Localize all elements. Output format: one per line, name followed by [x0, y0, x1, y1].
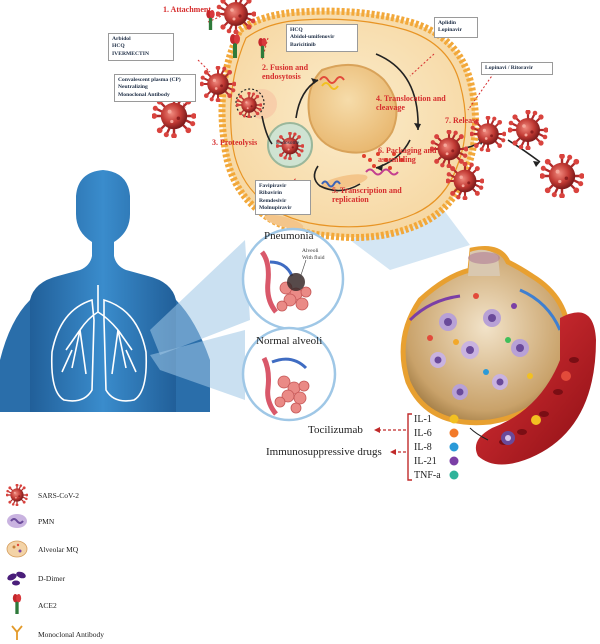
drug-lopinavir-ritonavir: Lopinavi / Ritoravir: [485, 65, 534, 71]
step-transcription: 5. Transcription and replication: [332, 186, 402, 205]
virus-near-membrane: [200, 66, 236, 102]
zoom-beam-upper: [150, 240, 250, 355]
drugs-attachment-box: Arbidol HCQ IVERMECTIN: [108, 33, 174, 61]
zoom-beam-cell: [350, 205, 470, 270]
legend-macrophage-icon: [6, 540, 28, 558]
viral-rna: [319, 76, 399, 188]
drugs-replication-box: Favipiravir Ribavirin Remdesivir Molnupi…: [255, 180, 311, 216]
legend-label-d-dimer: D-Dimer: [38, 574, 66, 583]
pneumonia-label: Pneumonia: [264, 230, 314, 242]
drug-ribavirin: Ribavirin: [259, 190, 283, 197]
drug-abidol-umifenovir: Abidol-umifenovir: [290, 34, 335, 41]
normal-alveoli: [261, 356, 310, 416]
vessel-cells: [501, 371, 571, 445]
step-packaging: 6. Packaging and assembling: [378, 146, 437, 165]
drugs-convalescent-box: Convalescent plasma (CP) Neutralizing Mo…: [114, 74, 196, 102]
cytokine-il21: IL-21: [414, 456, 437, 467]
alveolar-cells: [427, 293, 533, 400]
drugs-translocation-box: Aplidin Lopinavir: [434, 17, 478, 38]
step-proteolysis: 3. Proteolysis: [212, 138, 258, 147]
legend-antibody-icon: [11, 625, 23, 640]
cytokine-icons: [449, 414, 459, 480]
pneumonia-alveoli: [259, 250, 312, 314]
normal-alveoli-label: Normal alveoli: [256, 335, 323, 347]
legend-pmn-icon: [7, 514, 27, 528]
drug-molnupiravir: Molnupiravir: [259, 204, 292, 211]
drug-favipiravir: Favipiravir: [259, 183, 287, 189]
drug-hcq: HCQ: [112, 43, 125, 50]
virus-fusing: [236, 92, 262, 118]
legend-virus-icon: [6, 484, 28, 506]
legend-d-dimer-icon: [7, 571, 26, 586]
legend-ace2-icon: [12, 594, 22, 614]
legend-label-alveolar-mq: Alveolar MQ: [38, 545, 79, 554]
cytokine-bracket: [407, 413, 412, 481]
drug-neutralizing: Neutralizing: [118, 84, 148, 91]
step-translocation: 4. Translocation and cleavage: [376, 94, 446, 113]
drugs-fusion-box: HCQ Abidol-umifenovir Baricitinib: [286, 24, 358, 52]
cytokine-il8: IL-8: [414, 442, 432, 453]
cytokine-il1: IL-1: [414, 414, 432, 425]
drug-convalescent-plasma: Convalescent plasma (CP): [118, 77, 181, 83]
drug-aplidin: Aplidin: [438, 20, 457, 26]
drugs-release-box: Lopinavi / Ritoravir: [481, 62, 553, 76]
virus-released: [508, 110, 548, 150]
zoom-beam-lower: [150, 330, 245, 400]
cytokine-il6: IL-6: [414, 428, 432, 439]
legend-label-ace2: ACE2: [38, 601, 57, 610]
drug-arbidol: Arbidol: [112, 36, 131, 42]
tocilizumab-label: Tocilizumab: [308, 424, 363, 436]
step-fusion: 2. Fusion and endosytosis: [262, 63, 309, 82]
viral-proteins: [362, 152, 404, 170]
drug-ivermectin: IVERMECTIN: [112, 50, 149, 57]
legend-label-monoclonal-antibody: Monoclonal Antibody: [38, 630, 105, 639]
endosome-label: Endosome: [276, 140, 300, 146]
vessel-pointer: [469, 427, 489, 441]
virus-released-2: [540, 154, 584, 198]
blood-vessel: [475, 312, 596, 465]
drug-monoclonal-antibody: Monoclonal Antibody: [118, 91, 170, 98]
drug-baricitinib: Baricitinib: [290, 41, 316, 48]
virus-assembled-2: [446, 162, 484, 200]
drug-remdesivir: Remdesivir: [259, 197, 287, 204]
immunosuppressive-label: Immunosuppressive drugs: [266, 446, 382, 458]
step-attachment: 1. Attachment: [163, 5, 211, 14]
lungs-figure: [50, 285, 148, 402]
drug-hcq-2: HCQ: [290, 27, 303, 33]
alveoli-fluid-label: Alveoli With fluid: [302, 248, 325, 261]
legend-label-pmn: PMN: [38, 517, 55, 526]
treatment-arrowheads: [374, 427, 396, 455]
legend-label-sars-cov-2: SARS-CoV-2: [38, 491, 79, 500]
treatment-arrows: [378, 429, 406, 453]
drug-lopinavir: Lopinavir: [438, 27, 462, 34]
step-release: 7. Release: [445, 116, 479, 125]
cytokine-tnfa: TNF-a: [414, 470, 441, 481]
